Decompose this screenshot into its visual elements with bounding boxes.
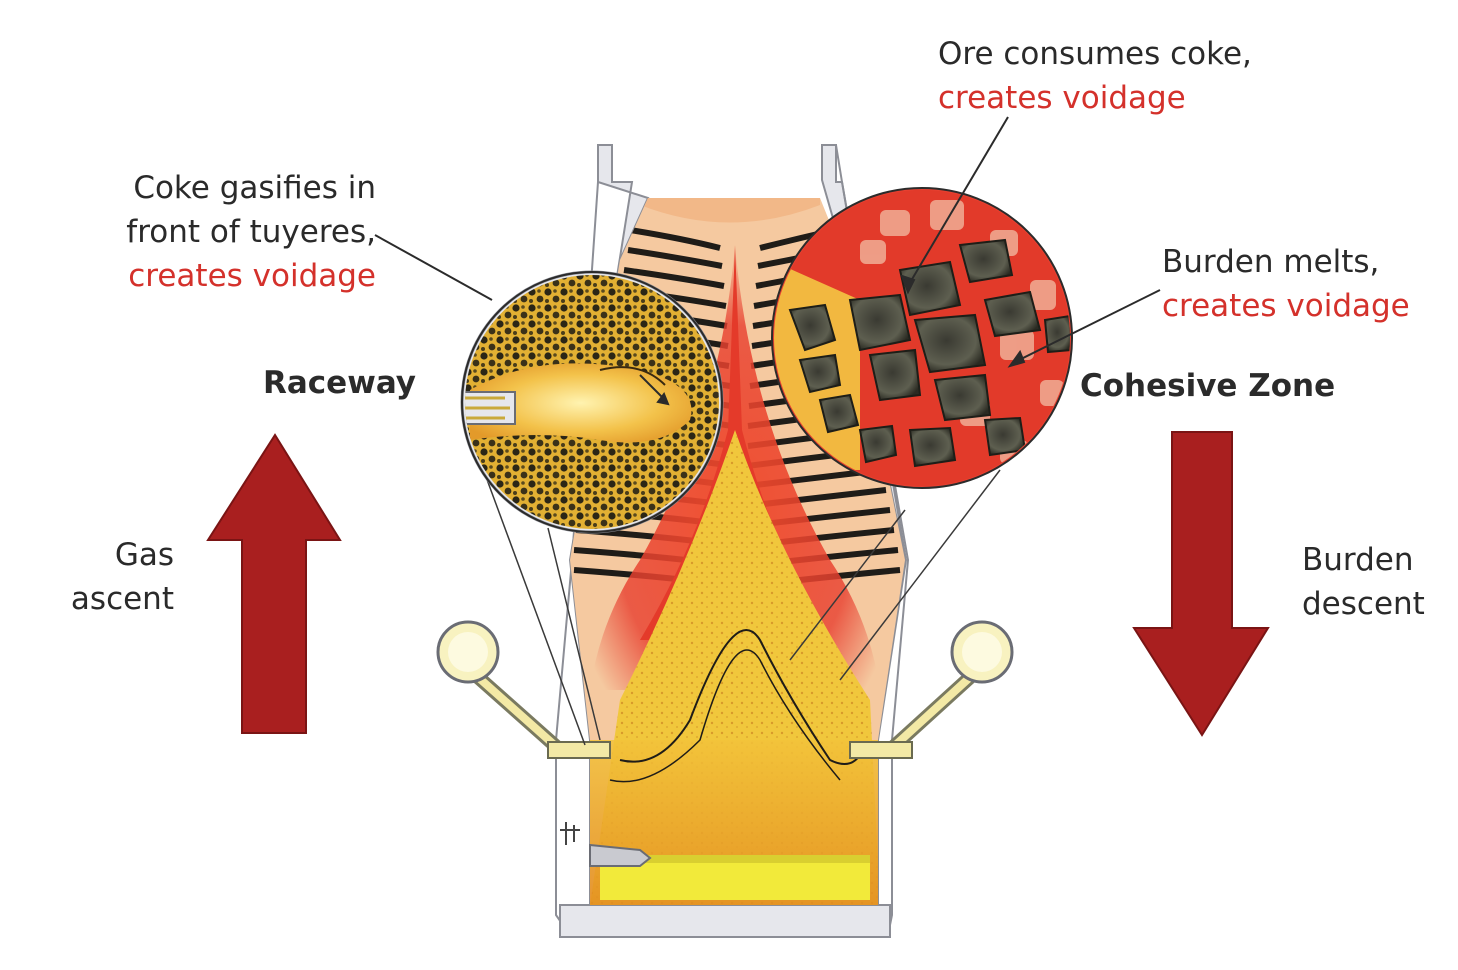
- gas-ascent-label: Gas ascent: [40, 533, 174, 621]
- gas-ascent-arrow: [206, 433, 342, 734]
- gas-ascent-line2: ascent: [70, 581, 174, 617]
- burden-melts-annotation: Burden melts, creates voidage: [1162, 240, 1410, 328]
- ore-consumes-line1: Ore consumes coke,: [938, 36, 1252, 72]
- left-tuyere: [436, 620, 611, 759]
- burden-melts-line1: Burden melts,: [1162, 244, 1380, 280]
- burden-descent-line2: descent: [1302, 586, 1425, 622]
- coke-gasifies-annotation: Coke gasifies in front of tuyeres, creat…: [60, 166, 376, 298]
- cohesive-zone-label: Cohesive Zone: [1080, 368, 1336, 404]
- burden-melts-line2: creates voidage: [1162, 288, 1410, 324]
- gas-ascent-line1: Gas: [114, 537, 174, 573]
- ore-consumes-line2: creates voidage: [938, 80, 1186, 116]
- burden-descent-arrow: [1132, 431, 1270, 737]
- raceway-magnifier: [460, 270, 724, 534]
- coke-gasifies-line2: front of tuyeres,: [126, 214, 376, 250]
- burden-descent-label: Burden descent: [1302, 538, 1425, 626]
- coke-gasifies-line1: Coke gasifies in: [133, 170, 376, 206]
- cohesive-zone-magnifier: [771, 187, 1073, 489]
- burden-descent-line1: Burden: [1302, 542, 1414, 578]
- raceway-label: Raceway: [263, 365, 417, 401]
- ore-consumes-annotation: Ore consumes coke, creates voidage: [938, 32, 1252, 120]
- tap-hole: [589, 843, 652, 867]
- coke-gasifies-line3: creates voidage: [128, 258, 376, 294]
- right-tuyere: [849, 620, 1014, 759]
